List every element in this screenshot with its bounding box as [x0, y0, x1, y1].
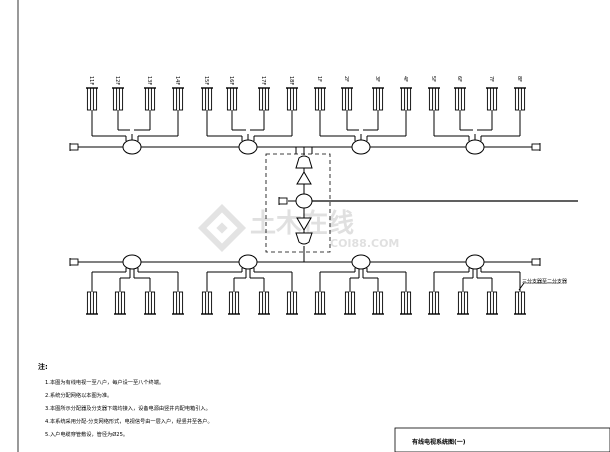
lower-splitter-4 — [465, 254, 485, 270]
diagram-body: 11F 12F 13F 14F 15F 16F 17F 18F 1F 2F 3F 4F 5F 6F 7F 8F — [69, 76, 578, 315]
upper-floor-label: 8F — [516, 76, 522, 82]
lower-splitter-3 — [351, 254, 371, 270]
upper-floor-label: 3F — [374, 76, 380, 82]
upper-floor-label: 1F — [316, 76, 322, 82]
upper-splitter-1 — [122, 139, 142, 155]
central-terminal — [278, 197, 288, 205]
upper-floor-label: 11F — [88, 76, 94, 85]
lower-splitter-1 — [122, 254, 142, 270]
upper-splitter-2 — [238, 139, 258, 155]
upper-floor-label: 15F — [203, 76, 209, 85]
upper-floor-label: 6F — [456, 76, 462, 82]
tap-label: 三分支器至二分支器 — [522, 278, 567, 285]
upper-floor-label: 12F — [114, 76, 120, 85]
upper-floor-label: 18F — [288, 76, 294, 85]
amplifier-dashed-frame — [265, 153, 331, 253]
upper-floor-label: 7F — [488, 76, 494, 82]
title-block-frame — [394, 427, 610, 452]
upper-floor-label: 2F — [343, 76, 349, 82]
upper-floor-label: 13F — [146, 76, 152, 85]
lower-right-terminal — [531, 258, 541, 266]
note-5: 5.入户电缆穿管敷设，管径为Ø25。 — [45, 430, 128, 438]
central-splitter — [295, 193, 313, 209]
note-4: 4.本系统采用分配-分支网络形式，电视信号由一层入户，经竖井至各户。 — [45, 417, 213, 425]
lower-splitter-2 — [238, 254, 258, 270]
watermark-sub-text: COI88.COM — [330, 237, 399, 250]
upper-floor-label: 4F — [402, 76, 408, 82]
upper-left-terminal — [69, 143, 79, 151]
amplifier-down-triangle-icon — [296, 217, 312, 231]
note-1: 1.本图为有线电视一至八户，每户设一至八个终端。 — [45, 378, 164, 386]
notes-block: 注: 1.本图为有线电视一至八户，每户设一至八个终端。 2.系统分配网络以本图为… — [38, 362, 213, 438]
upper-floor-label: 5F — [430, 76, 436, 82]
amplifier-bottom-icon — [295, 232, 313, 245]
upper-floor-label: 16F — [228, 76, 234, 85]
tap-label-leader — [518, 282, 525, 291]
title-block: 有线电视系统图(一) — [394, 427, 610, 452]
amplifier-top-icon — [295, 155, 313, 169]
lower-left-terminal — [69, 258, 79, 266]
notes-title: 注: — [38, 362, 48, 371]
note-2: 2.系统分配网络以本图为准。 — [45, 391, 112, 399]
drawing-title: 有线电视系统图(一) — [412, 438, 466, 446]
upper-splitter-3 — [351, 139, 371, 155]
upper-right-terminal — [531, 143, 541, 151]
note-3: 3.本图所示分配器及分支器下端均接入，设备电源由竖井内配电箱引入。 — [45, 404, 211, 412]
upper-splitter-4 — [465, 139, 485, 155]
upper-floor-label: 14F — [174, 76, 180, 85]
upper-floor-label: 17F — [260, 76, 266, 85]
